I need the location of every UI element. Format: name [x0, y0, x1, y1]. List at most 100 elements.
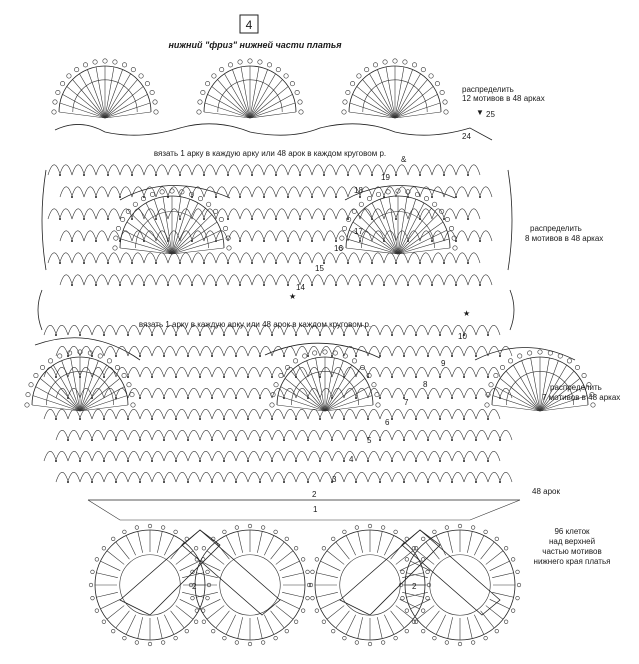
fan-spoke — [521, 360, 541, 412]
mesh-upper-stitch — [95, 196, 97, 198]
fan-spoke — [171, 221, 218, 255]
motif-spoke — [264, 614, 275, 635]
top-scallop — [196, 58, 304, 119]
picot — [285, 365, 291, 371]
picot — [305, 569, 310, 574]
fan-spoke — [207, 94, 251, 119]
fan-spoke — [32, 395, 81, 412]
motif-spoke — [435, 614, 446, 635]
mesh-upper-stitch — [179, 262, 181, 264]
mesh-upper-stitch — [455, 240, 457, 242]
motif-spoke — [264, 535, 275, 556]
mesh-middle-stitch — [247, 334, 249, 336]
mesh-middle-stitch — [295, 418, 297, 420]
diagram-title: нижний "фриз" нижней части платья — [168, 40, 342, 50]
fan-spoke — [171, 247, 225, 255]
fan-spoke — [298, 364, 326, 412]
picot — [426, 582, 432, 588]
mesh-middle-stitch — [199, 418, 201, 420]
diagonal-strip — [401, 529, 501, 616]
fan-spoke — [61, 360, 81, 412]
picot — [321, 546, 326, 551]
fan-spoke — [324, 386, 370, 412]
picot — [425, 596, 430, 601]
mesh-upper-stitch — [287, 196, 289, 198]
picot — [411, 546, 416, 551]
picot — [341, 226, 347, 232]
picot — [421, 608, 426, 613]
fan-spoke — [249, 94, 293, 119]
picot — [184, 629, 189, 634]
triangle-row — [87, 499, 521, 521]
mesh-middle-stitch — [247, 418, 249, 420]
motif-inner-ring — [339, 554, 401, 616]
picot — [126, 382, 132, 388]
picot — [432, 201, 438, 207]
picot — [97, 353, 103, 359]
row-number: 17 — [354, 227, 363, 236]
picot — [351, 358, 357, 364]
picot — [339, 235, 345, 241]
mesh-middle-stitch — [403, 439, 405, 441]
picot — [527, 350, 533, 356]
right-bracket-2 — [509, 289, 515, 331]
diagonal-strip — [339, 529, 441, 616]
fan-spoke — [249, 69, 268, 119]
picot — [28, 382, 34, 388]
fan-spoke — [120, 238, 173, 255]
picot — [405, 189, 411, 195]
mesh-middle-stitch — [391, 418, 393, 420]
mesh-middle-stitch — [175, 376, 177, 378]
mesh-upper-stitch — [467, 262, 469, 264]
mesh-middle-stitch — [127, 334, 129, 336]
picot — [372, 62, 378, 68]
bottom-round-motif — [88, 523, 212, 647]
mesh-middle-stitch — [475, 439, 477, 441]
fan-motif — [338, 188, 458, 255]
mesh-middle-stitch — [91, 439, 93, 441]
motif-spoke — [279, 560, 300, 571]
bottom-round-motif — [188, 523, 312, 647]
mesh-middle-stitch — [427, 481, 429, 483]
mesh-upper-stitch — [431, 284, 433, 286]
mesh-middle-stitch — [355, 439, 357, 441]
row-number: 14 — [296, 283, 305, 292]
motif-spoke — [175, 605, 194, 620]
picot — [332, 350, 338, 356]
picot — [88, 582, 94, 588]
diagonal-strip — [119, 529, 221, 616]
picot — [112, 59, 118, 65]
note-arches: 48 арок — [532, 487, 560, 496]
motif-spoke — [164, 614, 175, 635]
diagram-number-box — [239, 14, 259, 34]
mesh-middle-stitch — [223, 376, 225, 378]
picot — [294, 89, 300, 95]
mesh-middle-stitch — [499, 439, 501, 441]
picot — [267, 62, 273, 68]
motif-spoke — [282, 572, 304, 578]
fan-spoke — [349, 102, 396, 119]
mesh-middle-chain-row — [55, 429, 513, 441]
arrow-marker: ▼ — [476, 108, 484, 117]
fan-spoke — [539, 378, 581, 412]
fan-motif — [484, 349, 596, 412]
picot — [33, 373, 39, 379]
note-low-right-1: распределить — [550, 383, 602, 392]
picot — [52, 99, 58, 105]
fan-spoke — [53, 364, 81, 412]
picot — [310, 596, 315, 601]
picot — [421, 536, 426, 541]
motif-spoke — [157, 617, 163, 639]
picot — [442, 99, 448, 105]
motif-spoke — [215, 610, 230, 629]
picot — [198, 196, 204, 202]
picot — [371, 382, 377, 388]
fan-spoke — [171, 238, 224, 255]
mesh-middle-stitch — [415, 376, 417, 378]
fan-spoke — [31, 404, 81, 412]
mesh-middle-stitch — [283, 355, 285, 357]
fan-spoke — [362, 79, 396, 119]
motif-inner-ring — [119, 554, 181, 616]
fan-spoke — [324, 378, 366, 412]
fan-spoke — [397, 214, 439, 255]
